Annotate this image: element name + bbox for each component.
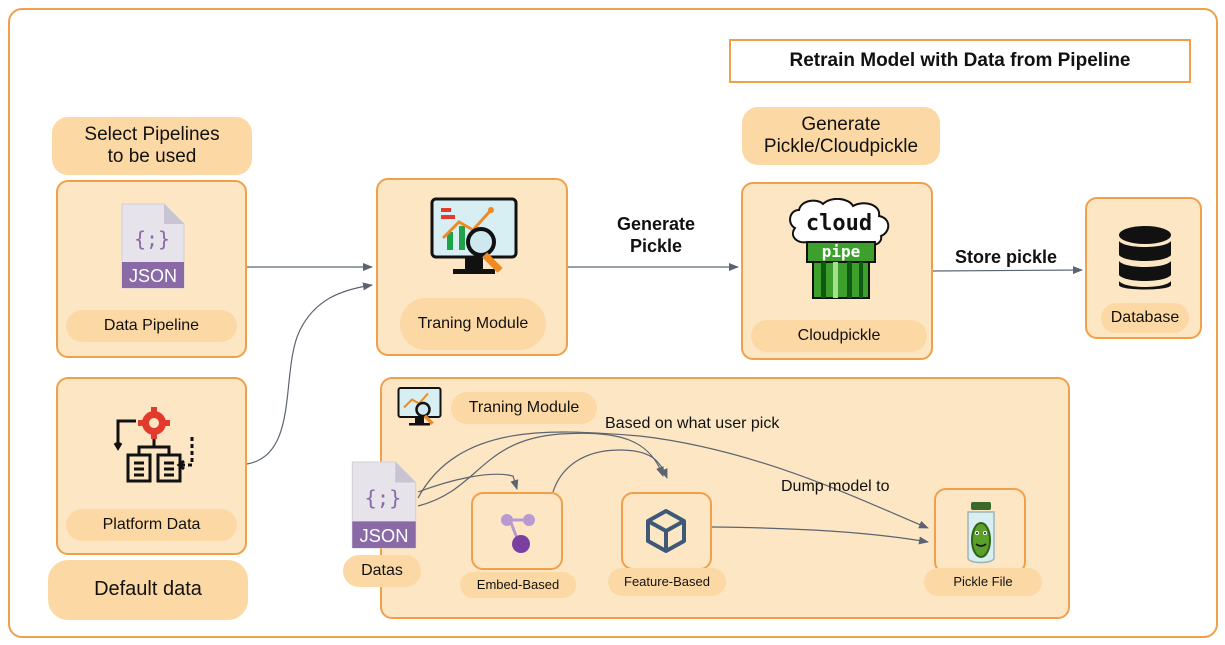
monitor-analytics-small-icon <box>397 387 442 426</box>
store-pickle-edge-label: Store pickle <box>954 247 1058 267</box>
default-data-callout: Default data <box>48 560 248 620</box>
data-pipeline-label: Data Pipeline <box>66 310 237 342</box>
generate-cloudpickle-callout: Generate Pickle/Cloudpickle <box>742 107 940 165</box>
cloudpickle-node: cloud pipe Cloudpickle <box>741 182 933 360</box>
edge-embed-to-feature <box>552 449 668 493</box>
monitor-analytics-icon <box>430 197 518 274</box>
detail-header-label: Traning Module <box>451 392 597 424</box>
database-icon <box>1119 226 1171 290</box>
database-node: Database <box>1085 197 1202 339</box>
edge-datas-to-pickle <box>417 431 929 529</box>
embed-graph-icon <box>501 514 535 553</box>
svg-text:{;}: {;} <box>365 486 402 510</box>
training-module-node: Traning Module <box>376 178 568 356</box>
edge-platform-to-training <box>246 282 373 465</box>
data-pipeline-node: {;} JSON Data Pipeline <box>56 180 247 358</box>
platform-data-label: Platform Data <box>66 509 237 541</box>
edge-cloudpickle-to-database <box>932 266 1083 275</box>
pickle-file-label: Pickle File <box>924 568 1042 596</box>
cloudpickle-logo-icon: cloud pipe <box>789 198 890 299</box>
training-module-label: Traning Module <box>400 298 546 350</box>
based-on-user-pick-label: Based on what user pick <box>605 415 780 432</box>
svg-text:JSON: JSON <box>129 266 177 286</box>
feature-cube-icon <box>646 509 686 553</box>
svg-text:JSON: JSON <box>359 525 408 546</box>
dump-model-label: Dump model to <box>781 478 890 495</box>
edge-datas-to-feature <box>417 432 664 507</box>
svg-text:{;}: {;} <box>134 227 170 251</box>
embed-based-label: Embed-Based <box>460 572 576 598</box>
pickle-jar-icon <box>967 502 995 564</box>
database-label: Database <box>1101 303 1189 333</box>
svg-text:pipe: pipe <box>822 242 861 261</box>
cloudpickle-label: Cloudpickle <box>751 320 927 352</box>
platform-data-node: Platform Data <box>56 377 247 555</box>
generate-pickle-edge-label: Generate Pickle <box>616 214 696 256</box>
feature-based-label: Feature-Based <box>608 568 726 596</box>
select-pipelines-callout: Select Pipelines to be used <box>52 117 252 175</box>
edge-feature-to-pickle <box>711 526 929 545</box>
svg-text:cloud: cloud <box>806 211 872 236</box>
datas-json-icon: {;} JSON <box>351 461 417 549</box>
diagram-title: Retrain Model with Data from Pipeline <box>729 39 1191 83</box>
platform-workflow-icon <box>113 407 194 483</box>
edge-datas-to-embed <box>417 473 519 493</box>
json-file-icon: {;} JSON <box>121 203 185 289</box>
embed-based-node <box>471 492 563 570</box>
datas-label: Datas <box>343 555 421 587</box>
diagram-frame <box>8 8 1218 638</box>
